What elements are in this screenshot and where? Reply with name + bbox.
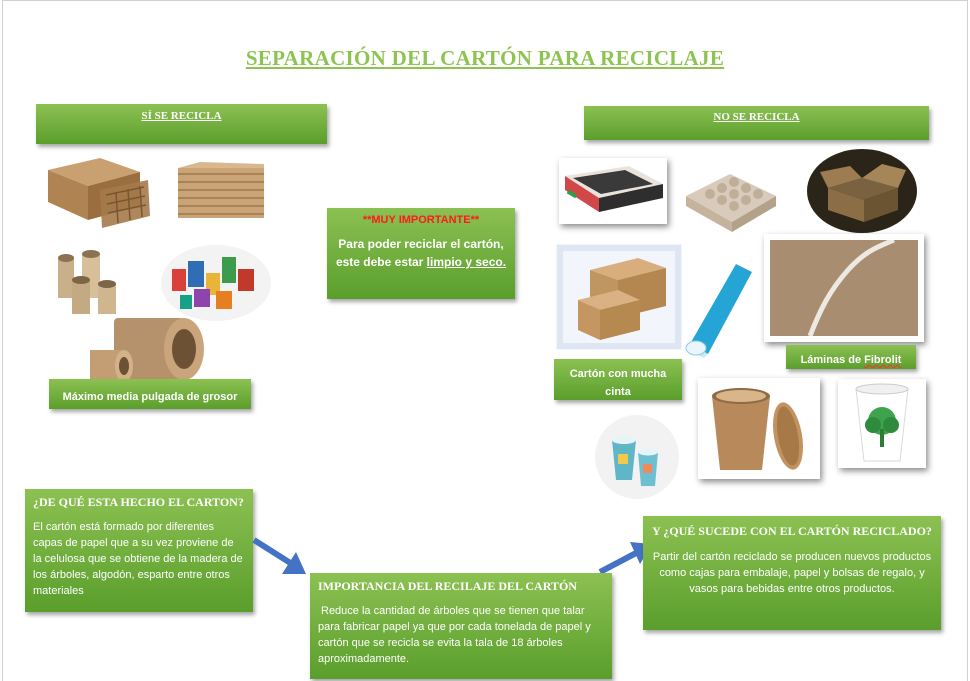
dirty-box-image [807,149,917,233]
taped-boxes-image [556,244,682,350]
max-grosor-label: Máximo media pulgada de grosor [62,391,238,403]
sucede-box: Y ¿QUÉ SUCEDE CON EL CARTÓN RECICLADO? P… [643,516,941,630]
egg-carton-image [686,174,776,232]
si-se-recicla-label: SÍ SE RECICLA [141,110,222,122]
muy-importante-text-main: Para poder reciclar el cartón, este debe… [335,237,504,269]
si-se-recicla-header: SÍ SE RECICLA [36,104,327,144]
max-grosor-label-box: Máximo media pulgada de grosor [49,379,251,409]
fibrolit-label-word: Fibrolit [864,354,902,366]
no-se-recicla-header: NO SE RECICLA [584,106,929,140]
paper-cups-image [595,415,679,499]
sucede-text: Partir del cartón reciclado se producen … [652,551,932,595]
importancia-title: IMPORTANCIA DEL RECILAJE DEL CARTÓN [318,579,577,593]
arrow-to-importancia-icon [252,537,306,574]
fibrolit-sheet-image [770,237,918,337]
fibrolit-label: Láminas de Fibrolit [801,354,902,366]
sucede-title: Y ¿QUÉ SUCEDE CON EL CARTÓN RECICLADO? [652,524,932,538]
flattened-cardboard-stack-image [178,162,264,218]
hecho-carton-title: ¿DE QUÉ ESTA HECHO EL CARTON? [33,495,244,509]
pizza-box-card [559,158,667,224]
muy-importante-title: **MUY IMPORTANTE** [362,214,480,226]
blue-laminate-roll-image [685,264,752,358]
carton-cinta-label-box: Cartón con mucha cinta [554,359,682,400]
no-se-recicla-label: NO SE RECICLA [713,111,800,123]
importancia-text: Reduce la cantidad de árboles que se tie… [318,605,591,665]
tree-cup-image [855,383,909,462]
muy-importante-box: **MUY IMPORTANTE** Para poder reciclar e… [327,208,515,299]
hecho-carton-text: El cartón está formado por diferentes ca… [33,521,243,597]
tree-cup-card [838,379,926,468]
hecho-carton-box: ¿DE QUÉ ESTA HECHO EL CARTON? El cartón … [25,489,253,612]
large-cardboard-tubes-image [90,318,204,382]
carton-cinta-label: Cartón con mucha cinta [569,368,667,398]
muy-importante-text: Para poder reciclar el cartón, este debe… [335,235,507,271]
carton-box-divider-image [48,158,150,228]
fibrolit-label-prefix: Láminas de [800,354,865,366]
cardboard-tubes-image [58,250,116,314]
kraft-cup-image [712,388,803,470]
pizza-box-image [565,166,663,212]
cereal-boxes-image [161,245,271,321]
fibrolit-label-box: Láminas de Fibrolit [786,345,916,369]
kraft-cup-card [698,378,820,479]
fibrolit-card [764,234,924,342]
page-title: SEPARACIÓN DEL CARTÓN PARA RECICLAJE [245,46,725,70]
limpio-seco-text: limpio y seco. [426,255,507,269]
importancia-box: IMPORTANCIA DEL RECILAJE DEL CARTÓN Redu… [310,573,612,679]
